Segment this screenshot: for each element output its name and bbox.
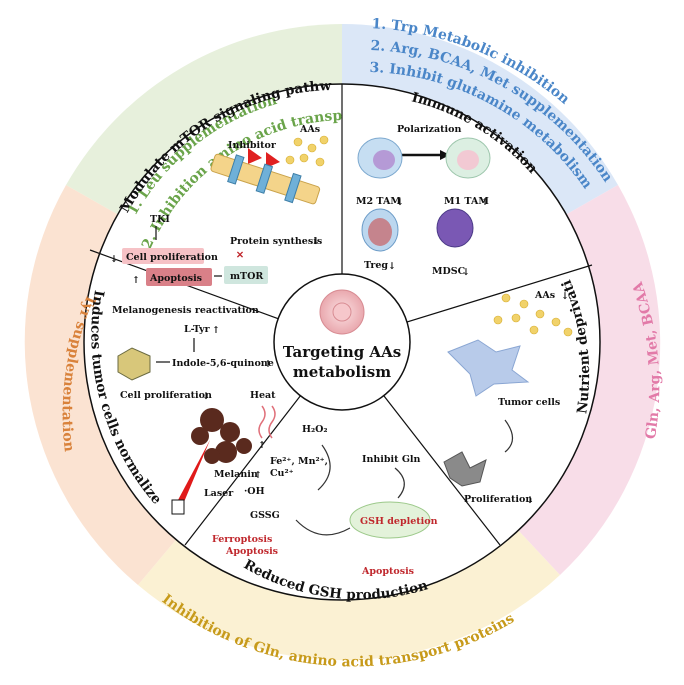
treg-label: Treg: [364, 260, 388, 271]
up-arrow-icon: ↑: [212, 325, 220, 336]
gsh-depletion-bubble: [349, 501, 431, 539]
laser-beam-icon: [178, 440, 210, 502]
inhibit-gln-label: Inhibit Gln: [362, 454, 421, 465]
inhibitor-triangle-icon: [266, 152, 280, 168]
up-arrow-icon: ↑: [481, 197, 489, 208]
cell-membrane-icon: [210, 153, 321, 205]
center-title-line1: Targeting AAs: [283, 343, 401, 361]
oh-label: ·OH: [244, 486, 265, 497]
up-arrow-icon: ↑: [264, 359, 272, 370]
up-arrow-icon: ↑: [258, 440, 266, 451]
m2-tam-label: M2 TAM: [356, 196, 401, 207]
down-arrow-icon: ↓: [388, 261, 396, 272]
gssg-label: GSSG: [250, 510, 280, 521]
cell-proliferation-label: Cell proliferation: [126, 252, 218, 263]
mdsc-label: MDSC: [432, 266, 466, 277]
amino-acid-dots: [285, 135, 329, 167]
heat-wave-icon: [258, 405, 266, 439]
mtor-sector: Inhibitor AAs TKI Protein synthesis ↓ Ce…: [110, 124, 329, 286]
down-arrow-icon: ↓: [462, 267, 470, 278]
apoptosis-label-gsh-right: Apoptosis: [361, 566, 414, 577]
down-arrow-icon: ↓: [526, 495, 534, 506]
cell-nucleus-icon: [368, 218, 392, 246]
inhibitor-label: Inhibitor: [228, 140, 277, 151]
down-arrow-icon: ↓: [561, 291, 569, 302]
tki-label: TKI: [150, 214, 170, 225]
inhibitor-triangle-icon: [248, 148, 262, 164]
cell-proliferation-label-tumor: Cell proliferation: [120, 390, 212, 401]
tumor-cells-icon: [447, 339, 530, 397]
mtor-box: [224, 266, 268, 284]
down-arrow-icon: ↓: [202, 391, 210, 402]
melanin-label: Melanin: [214, 469, 258, 480]
cell-nucleus-icon: [332, 302, 352, 322]
shrunken-cells-icon: [443, 451, 487, 487]
metals-label-line1: Fe²⁺, Mn²⁺,: [270, 456, 328, 467]
metals-label-line2: Cu²⁺: [270, 468, 294, 479]
proliferation-label: Proliferation: [464, 494, 532, 505]
immune-sector: Polarization M2 TAM ↓ M1 TAM ↑ Treg ↓ MD…: [356, 124, 491, 278]
center-title-line2: metabolism: [293, 363, 391, 381]
laser-label: Laser: [204, 488, 234, 499]
laser-device-icon: [171, 499, 185, 515]
center-circle: [273, 273, 411, 411]
aas-label-mtor: AAs: [299, 124, 320, 135]
cell-nucleus-icon: [457, 150, 479, 170]
gsh-sector: H₂O₂ Fe²⁺, Mn²⁺, Cu²⁺ ·OH GSSG Inhibit G…: [212, 424, 438, 577]
aas-label-nutrient: AAs: [534, 290, 555, 301]
heat-wave-icon: [268, 405, 276, 439]
apoptosis-box: [146, 268, 212, 286]
protein-synthesis-label: Protein synthesis: [230, 236, 322, 247]
up-arrow-icon: ↑: [254, 470, 262, 481]
nutrient-sector: AAs ↓ Tumor cells Proliferation ↓: [443, 290, 573, 506]
h2o2-label: H₂O₂: [302, 424, 328, 435]
m1-tam-label: M1 TAM: [444, 196, 489, 207]
gsh-depletion-label: GSH depletion: [360, 516, 438, 527]
mtor-label: mTOR: [230, 271, 263, 282]
melanin-particle-icon: [117, 347, 151, 381]
indole-label: Indole-5,6-quinone: [172, 358, 274, 369]
cell-nucleus-icon: [373, 150, 395, 170]
down-arrow-icon: ↓: [396, 197, 404, 208]
tumor-cells-label: Tumor cells: [498, 397, 560, 408]
down-arrow-icon: ↓: [110, 254, 118, 265]
apoptosis-label-mtor: Apoptosis: [149, 273, 202, 284]
mdsc-cell-icon: [436, 208, 474, 248]
polarization-label: Polarization: [397, 124, 461, 135]
apoptosis-label-gsh-left: Apoptosis: [225, 546, 278, 557]
melanogenesis-label: Melanogenesis reactivation: [112, 305, 259, 316]
down-arrow-icon: ↓: [312, 236, 320, 247]
ferroptosis-label: Ferroptosis: [212, 534, 272, 545]
tumor-sector: Melanogenesis reactivation L-Tyr ↑ Indol…: [112, 305, 276, 515]
inhibit-x-icon: ✕: [236, 250, 244, 261]
heat-label: Heat: [250, 390, 276, 401]
center-hub: Targeting AAs metabolism: [273, 273, 411, 411]
ltyr-label: L-Tyr: [184, 324, 211, 335]
melanin-cluster-icon: [191, 408, 252, 464]
up-arrow-icon: ↑: [132, 275, 140, 286]
amino-acid-dots: [493, 293, 573, 337]
cell-proliferation-box: [122, 248, 204, 264]
